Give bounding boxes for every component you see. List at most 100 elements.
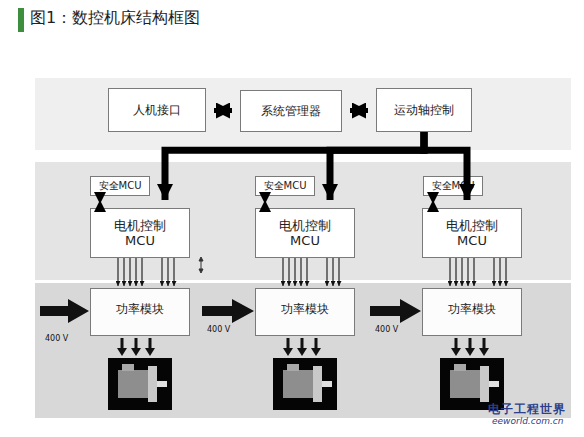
motor-flange — [148, 366, 157, 402]
motor-connector — [122, 364, 134, 371]
power-arrow — [40, 299, 89, 323]
motor-arrow — [145, 348, 155, 356]
process-box: 人机接口 — [108, 88, 206, 132]
connector-line — [424, 132, 467, 200]
connector-line — [174, 258, 175, 286]
node-text: 功率模块 — [281, 301, 329, 318]
connector-line — [99, 200, 101, 204]
connector — [100, 200, 101, 204]
connector-line — [307, 258, 308, 286]
power-module-box: 功率模块 — [255, 288, 355, 336]
motor-arrow — [131, 348, 141, 356]
node-text: 电机控制 MCU — [274, 218, 336, 248]
node-text: 功率模块 — [448, 301, 496, 318]
safety-mcu-box: 安全MCU — [423, 176, 483, 196]
connector-line — [474, 258, 475, 286]
title-bar — [18, 8, 24, 32]
node-text: 电机控制 MCU — [441, 218, 503, 248]
node-text: 功率模块 — [116, 301, 164, 318]
connector-line — [462, 258, 463, 286]
node-text: 系统管理器 — [261, 103, 321, 120]
connector — [330, 132, 424, 200]
voltage-label: 400 V — [375, 325, 398, 334]
voltage-label: 400 V — [207, 325, 230, 334]
motor-arrow — [283, 348, 293, 356]
connector-line — [295, 258, 296, 286]
connector-line — [142, 258, 143, 286]
node-text: 运动轴控制 — [394, 102, 454, 119]
band — [35, 283, 571, 418]
connector-line — [136, 258, 137, 286]
connector-line — [456, 258, 457, 286]
connector — [283, 258, 339, 286]
motor-shaft — [157, 381, 167, 387]
connector-line — [124, 258, 125, 286]
connector — [433, 200, 434, 204]
motor-shaft — [322, 381, 332, 387]
node-text: 电机控制 MCU — [109, 218, 171, 248]
motor-illustration — [108, 358, 172, 410]
connector-line — [500, 258, 501, 286]
power-module-box: 功率模块 — [422, 288, 522, 336]
node-text: 人机接口 — [133, 102, 181, 119]
connector-line — [350, 108, 368, 113]
motor-connector — [287, 364, 299, 371]
node-text: 安全MCU — [99, 179, 142, 193]
connector-line — [450, 258, 451, 286]
connector — [165, 132, 424, 200]
connector-line — [214, 108, 232, 113]
process-box: 系统管理器 — [240, 90, 342, 132]
stray-arrow-head — [199, 269, 203, 273]
figure-title: 图1：数控机床结构框图 — [30, 8, 200, 29]
connector-line — [327, 258, 328, 286]
watermark: eeworld.com.cn — [492, 416, 563, 426]
band — [35, 78, 571, 150]
connector-line — [506, 258, 507, 286]
power-module-box: 功率模块 — [90, 288, 190, 336]
watermark: 电子工程世界 — [488, 401, 566, 418]
connector-line — [468, 258, 469, 286]
connector — [265, 200, 266, 204]
motor-arrow — [287, 338, 290, 349]
connector-line — [283, 258, 284, 286]
connector-line — [118, 258, 119, 286]
power-arrow — [370, 299, 421, 323]
connector — [350, 110, 368, 111]
connector-line — [289, 258, 290, 286]
motor-body — [450, 370, 480, 398]
connector — [118, 258, 174, 286]
motor-flange — [480, 366, 489, 402]
motor-connector — [454, 364, 466, 371]
connector-line — [165, 132, 424, 200]
motor-background — [108, 358, 172, 410]
motor-mcu-box: 电机控制 MCU — [90, 208, 190, 258]
connector — [424, 132, 467, 200]
connector-line — [162, 258, 163, 286]
motor-arrow — [117, 348, 127, 356]
connector-line — [494, 258, 495, 286]
motor-arrows — [117, 338, 489, 356]
motor-arrow — [483, 338, 486, 349]
motor-arrow — [451, 348, 461, 356]
motor-mcu-box: 电机控制 MCU — [422, 208, 522, 258]
connector — [214, 110, 232, 111]
motor-arrow — [311, 348, 321, 356]
motor-arrow — [479, 348, 489, 356]
motor-arrow — [301, 338, 304, 349]
process-box: 运动轴控制 — [376, 88, 472, 132]
connector-line — [330, 132, 424, 200]
safety-mcu-box: 安全MCU — [255, 176, 315, 196]
connector — [450, 258, 506, 286]
connector-line — [301, 258, 302, 286]
motor-flange — [313, 366, 322, 402]
connector-line — [130, 258, 131, 286]
motor-mcu-box: 电机控制 MCU — [255, 208, 355, 258]
node-text: 安全MCU — [432, 179, 475, 193]
stray-arrow-head — [199, 257, 203, 261]
motor-arrow — [455, 338, 458, 349]
motor-arrow — [149, 338, 152, 349]
motor-arrow — [121, 338, 124, 349]
